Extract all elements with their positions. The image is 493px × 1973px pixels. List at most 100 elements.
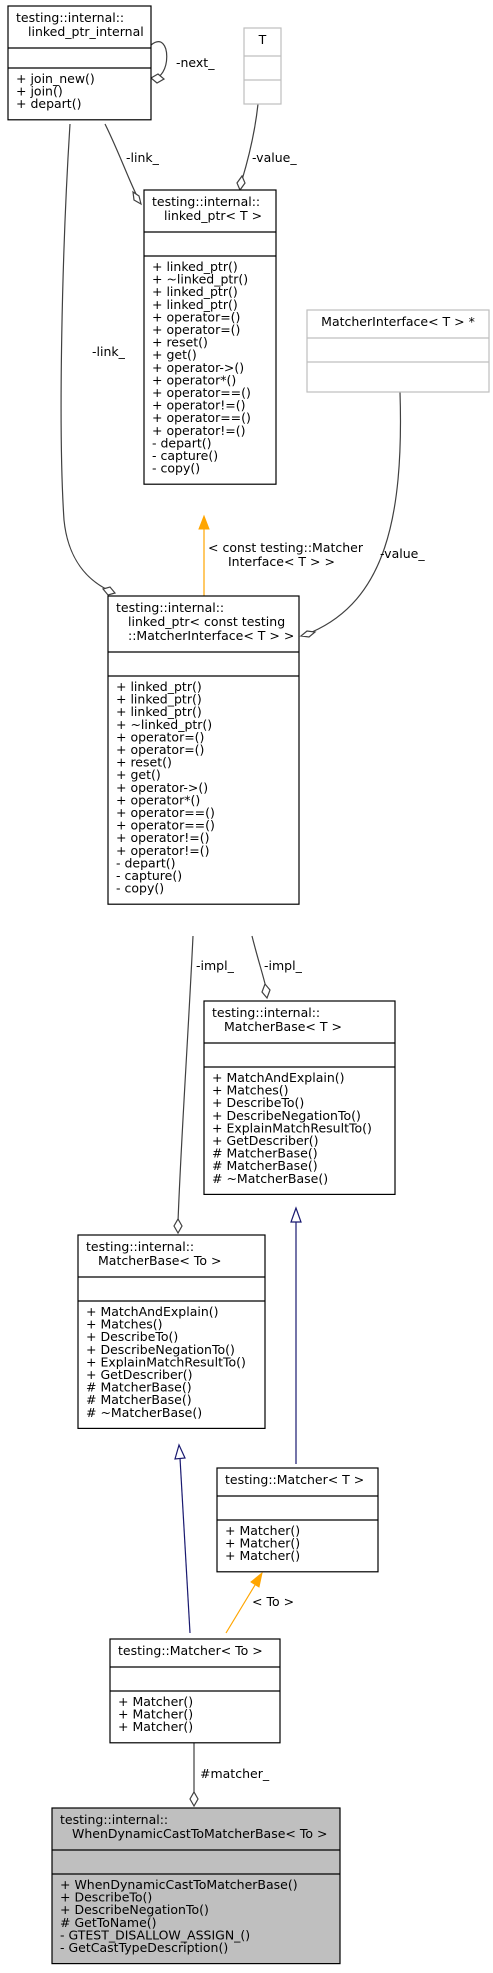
class-member: + operator!=() bbox=[152, 423, 245, 438]
class-member: # MatcherBase() bbox=[212, 1158, 318, 1173]
class-member: + operator==() bbox=[152, 385, 251, 400]
class-member: + operator==() bbox=[116, 818, 215, 833]
edge-inherit-to-arrow bbox=[174, 1443, 186, 1460]
edge-link-a-diamond bbox=[132, 190, 142, 206]
edge-label-impl-a: -impl_ bbox=[196, 958, 235, 973]
edge-label-template-mi-1: < const testing::Matcher bbox=[208, 540, 364, 555]
class-box bbox=[306, 309, 490, 393]
class-member: + linked_ptr() bbox=[152, 297, 238, 312]
class-matcher-base-to[interactable]: testing::internal::MatcherBase< To >+ Ma… bbox=[77, 1234, 266, 1429]
class-box bbox=[203, 1000, 396, 1195]
class-member: - capture() bbox=[152, 448, 218, 463]
class-member: + ~linked_ptr() bbox=[152, 272, 248, 287]
class-when-dynamic-cast-to-matcher-base[interactable]: testing::internal::WhenDynamicCastToMatc… bbox=[51, 1807, 341, 1965]
class-box bbox=[243, 27, 282, 105]
class-matcher-t[interactable]: testing::Matcher< T >+ Matcher()+ Matche… bbox=[216, 1467, 379, 1573]
class-title-line: ::MatcherInterface< T > > bbox=[128, 628, 294, 643]
edge-label-value-mi: -value_ bbox=[380, 546, 425, 561]
class-title-line: testing::internal:: bbox=[86, 1239, 194, 1254]
class-member: + WhenDynamicCastToMatcherBase() bbox=[60, 1877, 298, 1892]
class-title-line: linked_ptr< const testing bbox=[128, 614, 285, 629]
class-title-line: MatcherBase< To > bbox=[98, 1253, 221, 1268]
class-box bbox=[51, 1807, 341, 1965]
edge-value-mi bbox=[311, 391, 402, 633]
nodes: testing::internal::linked_ptr_internal+ … bbox=[7, 5, 490, 1965]
class-member: + join_new() bbox=[16, 71, 95, 86]
edge-value-mi-diamond bbox=[299, 630, 317, 638]
edge-template-to-arrow bbox=[250, 1571, 263, 1588]
class-member: + Matches() bbox=[212, 1083, 289, 1098]
class-template-param-t[interactable]: T bbox=[243, 27, 282, 105]
class-title-line: linked_ptr< T > bbox=[164, 208, 262, 223]
class-member: + DescribeTo() bbox=[60, 1890, 152, 1905]
class-box bbox=[143, 189, 277, 485]
class-matcher-interface-t-ptr[interactable]: MatcherInterface< T > * bbox=[306, 309, 490, 393]
class-member: + depart() bbox=[16, 96, 81, 111]
edge-link-a bbox=[104, 123, 138, 197]
class-title-line: testing::internal:: bbox=[16, 10, 124, 25]
edge-inherit-to bbox=[179, 1457, 191, 1634]
class-member: + Matcher() bbox=[225, 1548, 300, 1563]
class-member: + Matcher() bbox=[225, 1523, 300, 1538]
class-member: + DescribeTo() bbox=[86, 1329, 178, 1344]
class-matcher-to[interactable]: testing::Matcher< To >+ Matcher()+ Match… bbox=[109, 1638, 281, 1744]
class-linked-ptr-t[interactable]: testing::internal::linked_ptr< T >+ link… bbox=[143, 189, 277, 485]
class-member: + Matcher() bbox=[225, 1536, 300, 1551]
edge-impl-b-diamond bbox=[261, 982, 271, 1000]
edge-impl-a-diamond bbox=[173, 1217, 183, 1235]
class-title-line: testing::internal:: bbox=[212, 1005, 320, 1020]
class-member: + ExplainMatchResultTo() bbox=[86, 1354, 246, 1369]
edge-template-mi-arrow bbox=[198, 514, 210, 530]
class-linked-ptr-matcher-interface[interactable]: testing::internal::linked_ptr< const tes… bbox=[107, 595, 300, 905]
class-title-line: testing::Matcher< T > bbox=[225, 1472, 364, 1487]
edge-value-t-diamond bbox=[236, 174, 246, 192]
class-member: + get() bbox=[116, 767, 161, 782]
class-member: + linked_ptr() bbox=[152, 284, 238, 299]
class-member: + Matcher() bbox=[118, 1694, 193, 1709]
edge-label-link-a: -link_ bbox=[126, 150, 160, 165]
edge-impl-a bbox=[177, 935, 194, 1223]
edge-next-diamond bbox=[149, 73, 166, 84]
class-member: # MatcherBase() bbox=[86, 1380, 192, 1395]
class-member: + get() bbox=[152, 347, 197, 362]
class-member: + reset() bbox=[116, 755, 172, 770]
class-member: + operator=() bbox=[152, 322, 240, 337]
class-title-line: testing::internal:: bbox=[60, 1812, 168, 1827]
class-member: - capture() bbox=[116, 868, 182, 883]
class-member: + linked_ptr() bbox=[116, 679, 202, 694]
edge-template-to bbox=[225, 1584, 256, 1634]
class-member: + DescribeTo() bbox=[212, 1095, 304, 1110]
edge-link-b-diamond bbox=[101, 586, 117, 596]
edge-link-b bbox=[60, 123, 109, 591]
class-box bbox=[107, 595, 300, 905]
class-member: + Matches() bbox=[86, 1317, 163, 1332]
class-member: + MatchAndExplain() bbox=[86, 1304, 219, 1319]
class-member: + operator->() bbox=[152, 360, 244, 375]
class-member: + linked_ptr() bbox=[116, 704, 202, 719]
edge-next bbox=[150, 41, 168, 79]
class-member: + operator==() bbox=[152, 410, 251, 425]
class-title-line: testing::Matcher< To > bbox=[118, 1643, 263, 1658]
class-member: + linked_ptr() bbox=[116, 692, 202, 707]
class-matcher-base-t[interactable]: testing::internal::MatcherBase< T >+ Mat… bbox=[203, 1000, 396, 1195]
class-member: + operator!=() bbox=[116, 843, 209, 858]
edge-value-t bbox=[241, 103, 259, 181]
class-member: - depart() bbox=[116, 855, 176, 870]
class-member: + GetDescriber() bbox=[212, 1133, 319, 1148]
class-linked-ptr-internal[interactable]: testing::internal::linked_ptr_internal+ … bbox=[7, 5, 152, 121]
edge-matcher-diamond bbox=[189, 1790, 199, 1808]
class-member: + operator->() bbox=[116, 780, 208, 795]
class-member: # ~MatcherBase() bbox=[212, 1171, 328, 1186]
class-member: # GetToName() bbox=[60, 1915, 157, 1930]
class-member: + operator*() bbox=[116, 792, 200, 807]
edge-label-template-mi-2: Interface< T > > bbox=[228, 554, 335, 569]
class-member: + operator=() bbox=[116, 742, 204, 757]
class-member: + join() bbox=[16, 84, 63, 99]
class-member: + operator=() bbox=[116, 729, 204, 744]
class-title-line: testing::internal:: bbox=[116, 600, 224, 615]
class-member: + DescribeNegationTo() bbox=[86, 1342, 235, 1357]
class-member: + operator==() bbox=[116, 805, 215, 820]
class-member: - GTEST_DISALLOW_ASSIGN_() bbox=[60, 1927, 250, 1942]
class-member: + DescribeNegationTo() bbox=[212, 1108, 361, 1123]
